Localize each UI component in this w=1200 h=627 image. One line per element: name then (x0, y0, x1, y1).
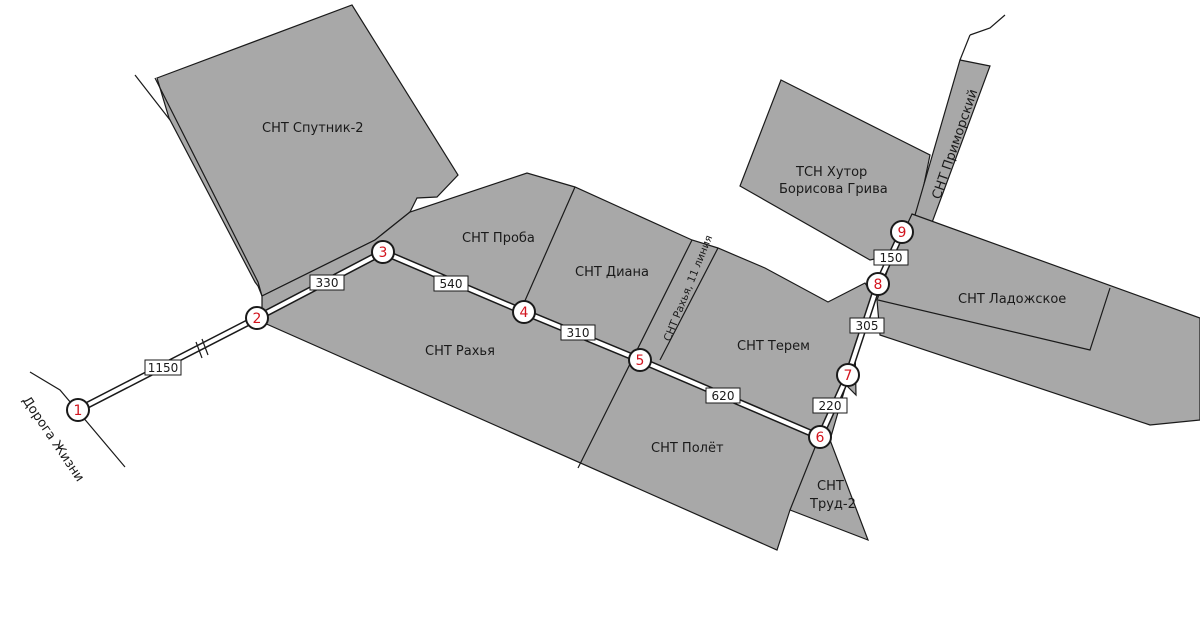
route-break-mark-1 (195, 341, 203, 359)
label-rakhya: СНТ Рахья (425, 344, 495, 359)
distance-label: 620 (705, 387, 741, 404)
svg-text:1150: 1150 (148, 361, 179, 375)
svg-text:5: 5 (636, 353, 645, 369)
road-north-top2 (959, 34, 971, 61)
svg-text:4: 4 (520, 305, 529, 321)
svg-text:330: 330 (316, 276, 339, 290)
label-ladozhskoe: СНТ Ладожское (958, 292, 1066, 307)
svg-text:7: 7 (844, 368, 853, 384)
route-node: 8 (866, 272, 890, 296)
route-break-mark-2 (201, 338, 209, 356)
svg-text:1: 1 (74, 403, 83, 419)
route-node: 2 (245, 306, 269, 330)
divider-rakhya-line-right (659, 247, 719, 361)
svg-text:2: 2 (253, 311, 262, 327)
distance-label: 330 (309, 274, 345, 291)
road-north-top (969, 14, 1006, 36)
distance-label: 220 (812, 397, 848, 414)
plot-ladozhskoe (876, 213, 1200, 426)
distance-label: 310 (560, 324, 596, 341)
label-trud2-1: СНТ (817, 479, 844, 494)
svg-text:305: 305 (856, 319, 879, 333)
divider-proba-diana (519, 186, 576, 313)
svg-text:8: 8 (874, 277, 883, 293)
label-sputnik2: СНТ Спутник-2 (262, 121, 364, 136)
divider-trud2 (789, 439, 819, 511)
svg-text:6: 6 (816, 430, 825, 446)
road-doroga-zhizni (29, 371, 126, 468)
road-north-left (134, 74, 171, 121)
distance-label: 150 (873, 249, 909, 266)
route-node: 5 (628, 348, 652, 372)
route-node: 6 (808, 425, 832, 449)
svg-text:310: 310 (567, 326, 590, 340)
label-khutor-1: ТСН Хутор (795, 165, 867, 180)
route-node: 1 (66, 398, 90, 422)
label-trud2-2: Труд-2 (809, 497, 856, 512)
label-khutor-2: Борисова Грива (779, 182, 888, 197)
svg-text:540: 540 (440, 277, 463, 291)
svg-text:3: 3 (379, 245, 388, 261)
route-node: 9 (890, 220, 914, 244)
svg-text:9: 9 (898, 225, 907, 241)
distance-label: 305 (849, 317, 885, 334)
label-proba: СНТ Проба (462, 231, 535, 246)
route-node: 4 (512, 300, 536, 324)
svg-text:620: 620 (712, 389, 735, 403)
divider-ladozhskoe-inner (877, 287, 1111, 351)
label-polyot: СНТ Полёт (651, 441, 724, 456)
label-terem: СНТ Терем (737, 339, 810, 354)
svg-text:220: 220 (819, 399, 842, 413)
label-diana: СНТ Диана (575, 265, 649, 280)
distance-label: 540 (433, 275, 469, 292)
svg-text:150: 150 (880, 251, 903, 265)
distance-label: 1150 (144, 359, 182, 376)
route-node: 7 (836, 363, 860, 387)
route-node: 3 (371, 240, 395, 264)
road-north-right (154, 77, 263, 297)
